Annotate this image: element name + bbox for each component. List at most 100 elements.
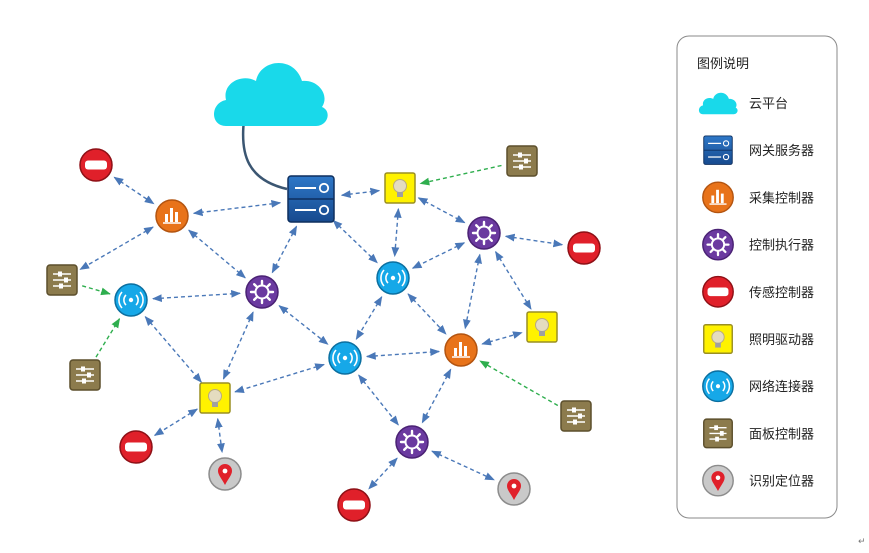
- legend-icon-cloud: [698, 92, 738, 115]
- sensor-band: [85, 160, 107, 170]
- bar: [170, 208, 173, 222]
- slider-knob: [518, 152, 522, 158]
- legend-icon-actuator: [702, 228, 734, 261]
- node-collector-c2: [444, 333, 478, 367]
- panel-link: [82, 285, 111, 296]
- gear-tooth: [721, 248, 727, 254]
- link: [358, 374, 399, 426]
- gear-tooth: [253, 295, 259, 301]
- wave-inner: [337, 352, 353, 364]
- link: [411, 242, 466, 269]
- link: [495, 250, 532, 310]
- slider-knob: [59, 283, 63, 289]
- node-locator-r2: [497, 472, 531, 506]
- gear-tooth: [721, 236, 727, 242]
- slider-knob: [519, 164, 523, 170]
- link: [153, 408, 199, 436]
- link: [355, 296, 383, 340]
- bulb-base: [715, 342, 721, 348]
- wave-outer: [118, 291, 144, 309]
- cloud-shape: [214, 62, 328, 126]
- server-led: [722, 140, 730, 147]
- link: [278, 305, 329, 345]
- legend-label: 照明驱动器: [749, 333, 814, 348]
- legend-items: 云平台网关服务器采集控制器控制执行器传感控制器照明驱动器网络连接器面板控制器识别…: [698, 92, 814, 497]
- link: [214, 417, 225, 454]
- antenna-dot: [342, 355, 348, 361]
- node-panel-p1: [46, 264, 78, 296]
- link: [192, 199, 282, 217]
- node-panel-p2: [69, 359, 101, 391]
- link: [431, 450, 495, 481]
- link: [188, 229, 246, 279]
- server-led: [722, 153, 730, 161]
- legend-item-locator: 识别定位器: [702, 464, 814, 497]
- bar: [175, 212, 178, 222]
- bulb: [535, 318, 549, 332]
- wave-inner: [710, 380, 726, 392]
- bar: [720, 193, 724, 204]
- bar: [165, 214, 168, 222]
- wave-outer: [705, 378, 731, 395]
- node-light-l3: [526, 311, 558, 343]
- gear-tooth: [265, 295, 271, 301]
- bar: [459, 342, 462, 356]
- nodes-layer: [46, 62, 601, 522]
- node-panel-p4: [560, 400, 592, 432]
- bulb: [393, 179, 407, 193]
- gear-tooth: [709, 236, 715, 242]
- legend-icon-gateway: [703, 135, 733, 165]
- link: [113, 176, 155, 205]
- legend-icon-sensor: [702, 275, 734, 308]
- gear-tooth: [709, 248, 715, 254]
- node-actuator-a3: [395, 425, 429, 459]
- bulb-base: [397, 192, 403, 197]
- legend-label: 控制执行器: [749, 239, 814, 254]
- legend-label: 传感控制器: [749, 285, 814, 301]
- link: [417, 197, 466, 224]
- panel-link: [479, 360, 559, 407]
- slider-knob: [719, 431, 724, 436]
- slider-knob: [58, 271, 62, 277]
- pin: [218, 464, 232, 485]
- legend-label: 识别定位器: [749, 475, 814, 490]
- legend-icon-panel: [703, 418, 733, 449]
- server-led: [318, 182, 330, 194]
- node-collector-c1: [155, 199, 189, 233]
- legend-label: 网关服务器: [749, 143, 814, 159]
- bar: [711, 195, 715, 204]
- link: [368, 457, 398, 490]
- pin-hole: [222, 468, 228, 474]
- node-sensor-s2: [567, 231, 601, 265]
- legend-icon-network: [702, 370, 734, 403]
- legend-panel: 图例说明 云平台网关服务器采集控制器控制执行器传感控制器照明驱动器网络连接器面板…: [676, 35, 838, 519]
- slider-knob: [578, 413, 582, 419]
- node-panel-p3: [506, 145, 538, 177]
- legend-label: 网络连接器: [749, 379, 814, 395]
- sensor-band: [343, 500, 365, 510]
- link: [481, 331, 523, 346]
- links-layer: [79, 119, 564, 490]
- slider-knob: [64, 277, 68, 283]
- bar: [464, 346, 467, 356]
- node-light-l2: [199, 382, 231, 414]
- trailing-mark: ↵: [858, 537, 866, 547]
- gear-tooth: [403, 433, 409, 439]
- wave-outer: [380, 269, 406, 287]
- gear-ring: [710, 237, 726, 252]
- node-light-l1: [384, 172, 416, 204]
- link: [504, 233, 564, 248]
- slider-knob: [82, 378, 86, 384]
- cloud-shape: [698, 92, 738, 115]
- node-network-n1: [114, 283, 148, 317]
- bar: [716, 189, 719, 204]
- legend-item-panel: 面板控制器: [703, 418, 814, 449]
- legend-item-light: 照明驱动器: [703, 324, 814, 354]
- node-network-n2: [376, 261, 410, 295]
- sensor-band: [573, 243, 595, 253]
- server-led: [318, 204, 330, 216]
- legend-item-collector: 采集控制器: [702, 181, 814, 214]
- wave-outer: [332, 349, 358, 367]
- legend-icon-locator: [702, 464, 734, 497]
- bar: [454, 348, 457, 356]
